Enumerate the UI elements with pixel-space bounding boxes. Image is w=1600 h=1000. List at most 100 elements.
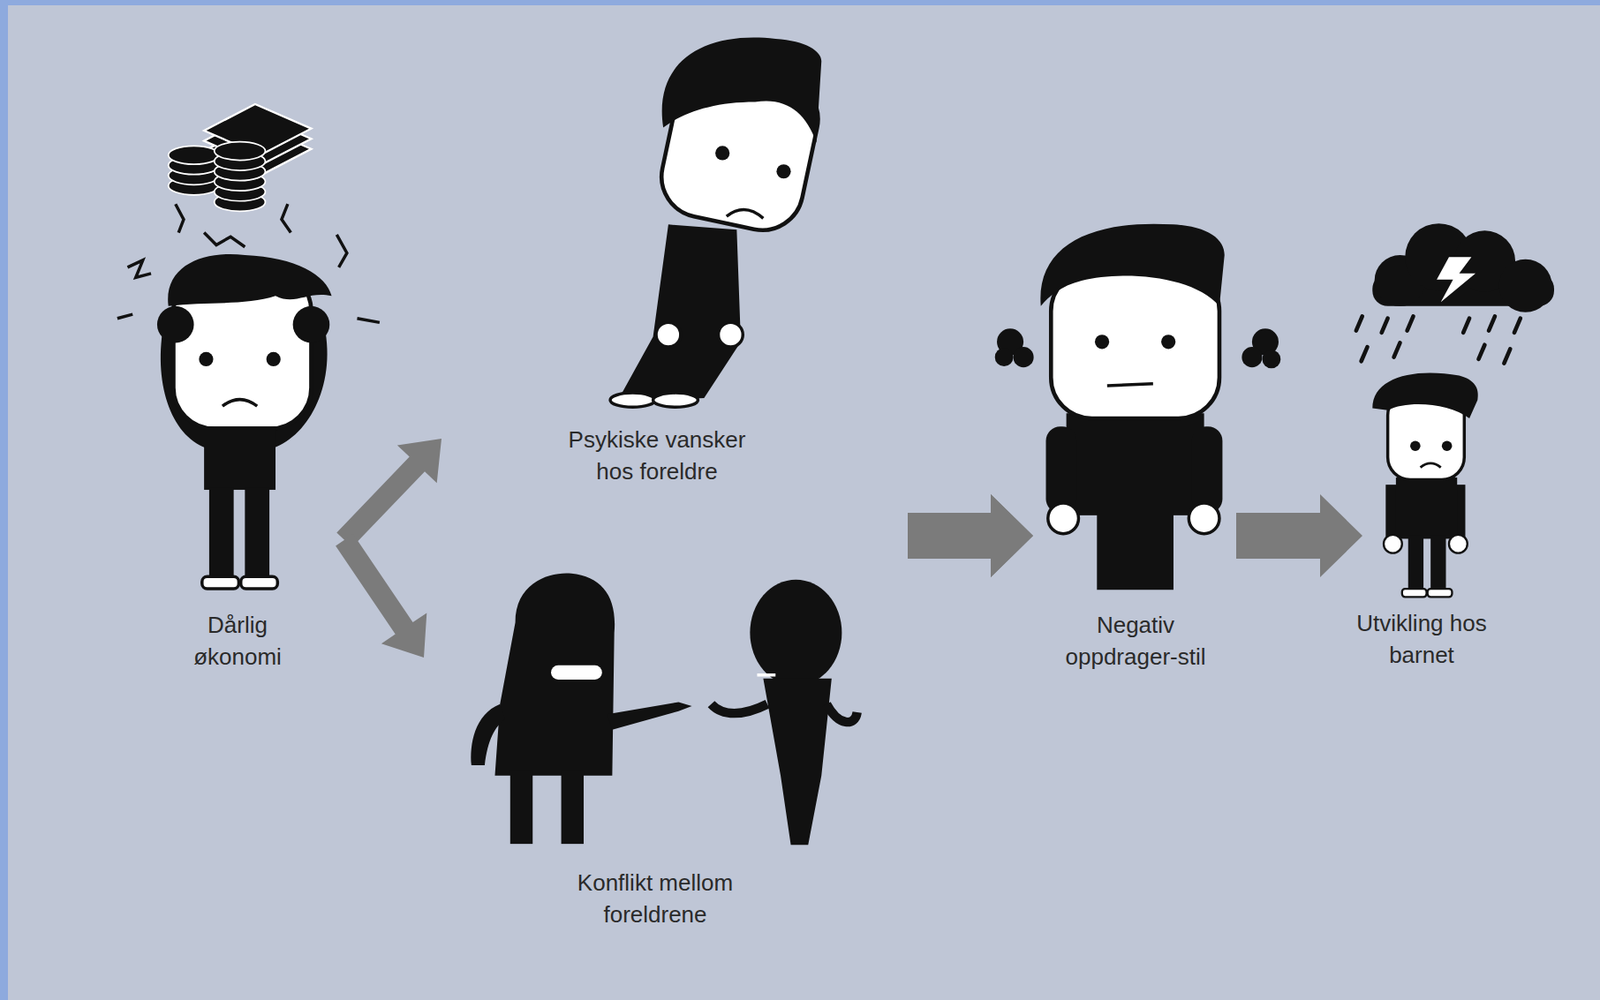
eye: [266, 352, 281, 367]
mouth: [726, 210, 764, 219]
silhouette: [749, 580, 842, 687]
arm: [1192, 426, 1223, 514]
body: [620, 224, 741, 400]
arm: [470, 704, 506, 766]
figure-node: Dårlig økonomi: [132, 97, 345, 672]
raindrop: [1381, 318, 1389, 333]
raindrop: [1356, 316, 1363, 331]
hair: [1040, 224, 1224, 307]
silhouette: [494, 573, 615, 776]
flow-arrow: [907, 494, 1034, 578]
figure-node: Negativ oppdrager-stil: [1033, 216, 1237, 672]
leg: [1430, 535, 1446, 593]
eye: [776, 164, 791, 179]
flow-arrow: [335, 534, 427, 658]
cloud: [1499, 259, 1553, 313]
eye: [1410, 440, 1421, 452]
eye: [198, 352, 213, 367]
hand: [1383, 535, 1403, 554]
hair: [1372, 372, 1479, 419]
shoe: [610, 392, 656, 408]
child-figure: [1356, 223, 1555, 597]
mouth: [1420, 463, 1442, 468]
hand: [1048, 503, 1080, 535]
silhouette: [762, 679, 831, 846]
figure-node: Konflikt mellom foreldrene: [423, 535, 908, 923]
coin: [214, 142, 266, 161]
raindrop: [1407, 316, 1414, 331]
raindrop: [1478, 345, 1485, 360]
rain: [1356, 316, 1521, 363]
stress-line: [336, 234, 348, 268]
sad-parent-figure: [610, 37, 826, 408]
figure-label: Konflikt mellom foreldrene: [549, 867, 762, 931]
stress-line: [117, 314, 133, 319]
arm: [826, 704, 858, 723]
legs: [1096, 510, 1174, 590]
leg: [561, 770, 584, 845]
eye: [1161, 334, 1176, 349]
shoe: [653, 392, 699, 408]
steam: [995, 347, 1014, 367]
body: [1066, 413, 1205, 516]
raindrop: [1488, 316, 1495, 331]
eye: [1094, 334, 1110, 349]
hand: [718, 322, 744, 348]
stress-line: [356, 318, 379, 324]
flow-arrow: [1236, 494, 1363, 578]
arm: [1046, 426, 1078, 514]
raindrop: [1394, 342, 1401, 357]
raindrop: [1463, 318, 1470, 333]
mouth: [1107, 384, 1154, 386]
leg: [209, 488, 234, 581]
figure-node: Utvikling hos barnet: [1362, 233, 1481, 672]
hand: [1449, 535, 1468, 554]
body: [1396, 477, 1457, 539]
steam: [1241, 347, 1262, 368]
figure-label: Negativ oppdrager-stil: [1047, 609, 1224, 673]
raindrop: [1503, 348, 1510, 363]
stress-line: [175, 203, 184, 233]
raindrop: [1361, 347, 1368, 362]
stress-line: [127, 260, 151, 279]
flow-arrow: [907, 494, 1034, 578]
stressed-parent-figure: [117, 104, 380, 589]
flow-arrow: [336, 438, 442, 548]
shoe: [202, 576, 240, 589]
raindrop: [1514, 318, 1521, 333]
body: [203, 426, 276, 491]
hair: [662, 37, 823, 143]
figure-node: Psykiske vansker hos foreldre: [441, 35, 908, 536]
shoe: [1427, 588, 1453, 597]
arm: [710, 704, 768, 714]
leg: [244, 488, 270, 581]
figure-label: Utvikling hos barnet: [1333, 607, 1510, 672]
shoe: [241, 576, 279, 589]
eye: [715, 145, 730, 160]
figure-label: Psykiske vansker hos foreldre: [553, 423, 762, 488]
arguing-parents-figure: [470, 573, 857, 846]
hand: [157, 306, 195, 344]
pointing-arm: [607, 701, 693, 730]
lightning: [1436, 256, 1476, 302]
coin: [168, 145, 220, 165]
figure-label: Dårlig økonomi: [175, 609, 300, 673]
hair: [167, 254, 332, 307]
face: [1050, 270, 1220, 419]
eye: [1441, 440, 1453, 452]
steam: [1261, 350, 1281, 370]
mouth: [756, 673, 776, 677]
hand: [656, 322, 681, 348]
hand: [293, 306, 331, 344]
mouth: [222, 400, 257, 408]
stress-line: [203, 233, 245, 248]
leg: [1408, 535, 1424, 593]
angry-parent-figure: [995, 224, 1282, 591]
stress-line: [281, 203, 291, 233]
shoe: [1402, 588, 1427, 597]
hand: [1188, 503, 1220, 535]
steam: [1013, 347, 1034, 368]
